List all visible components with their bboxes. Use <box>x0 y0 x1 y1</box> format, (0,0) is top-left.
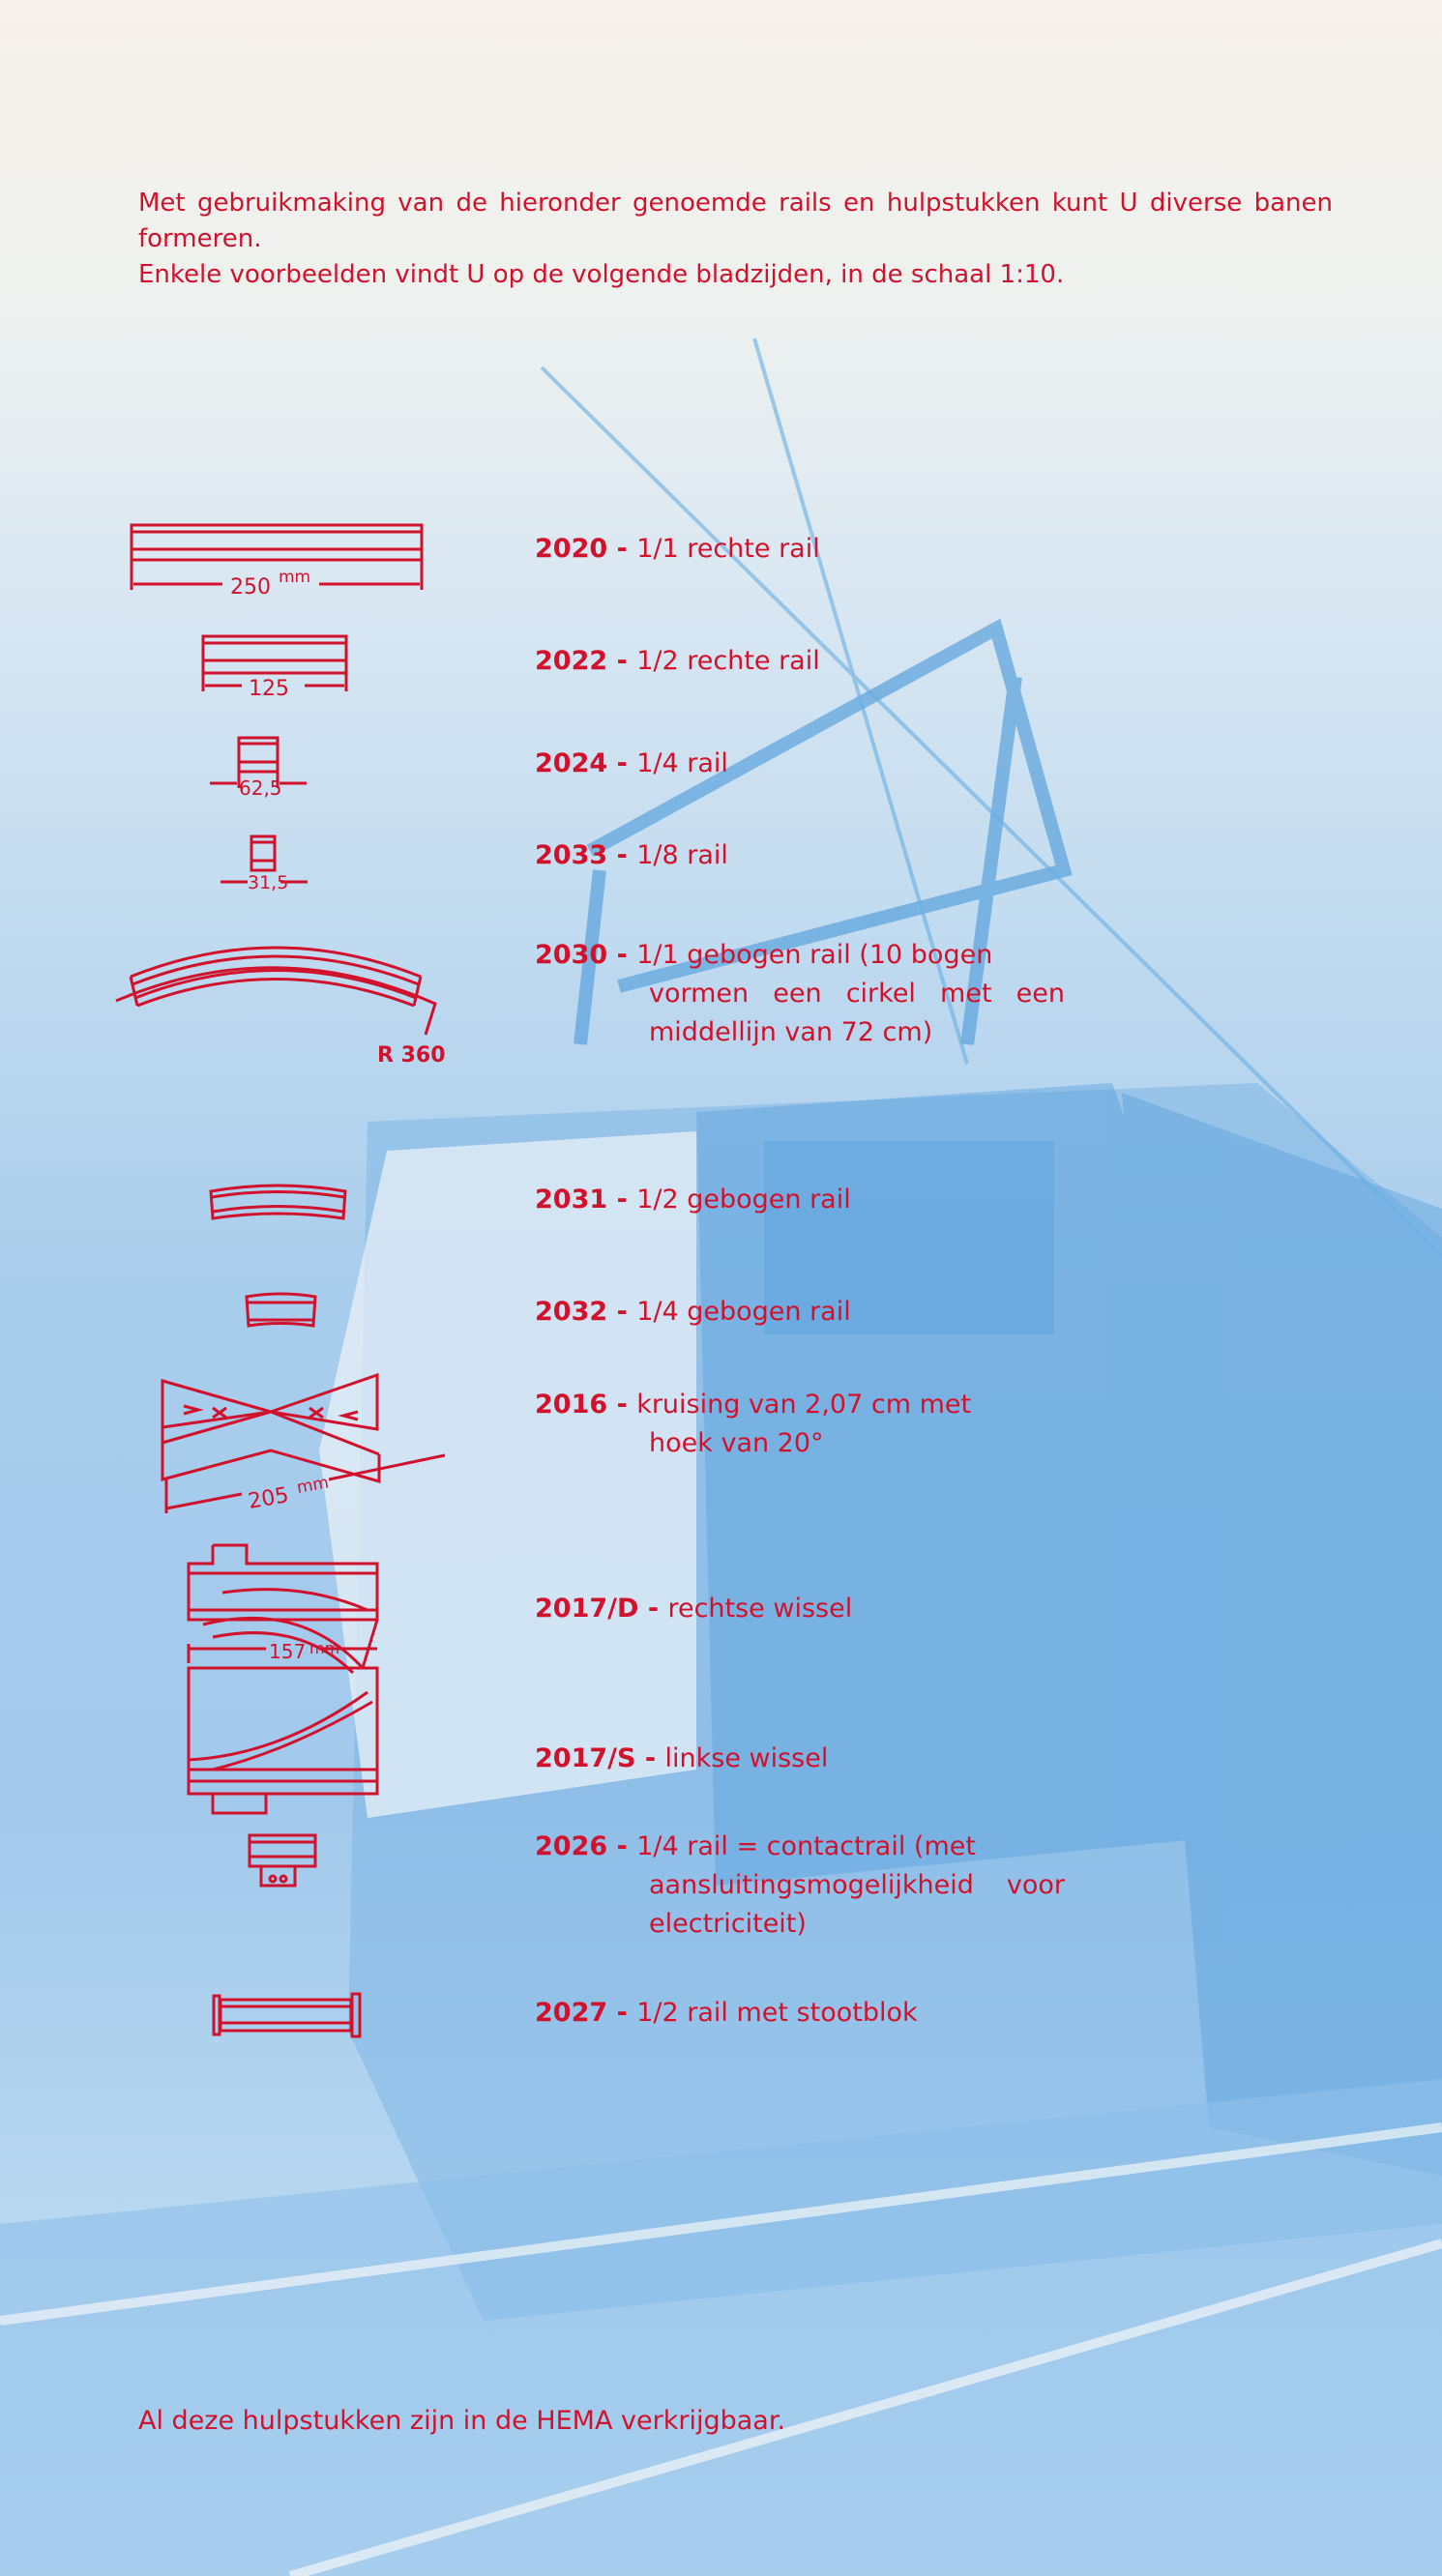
item-description: 1/4 gebogen rail <box>636 1297 851 1327</box>
separator: - <box>616 534 628 564</box>
item-code: 2027 <box>535 1998 608 2028</box>
crossing-2016-diagram: 205 mm <box>161 1373 446 1514</box>
switch-right-2017d-diagram <box>187 1543 379 1675</box>
item-description-cont: middellijn van 72 cm) <box>649 1017 933 1047</box>
item-description: 1/1 rechte rail <box>636 534 820 564</box>
radius-label: R 360 <box>377 1043 446 1068</box>
item-2022: 2022 - 1/2 rechte rail <box>535 642 820 681</box>
item-description-cont: electriciteit) <box>649 1909 807 1939</box>
dimension-label: 125 <box>249 677 289 701</box>
item-2027: 2027 - 1/2 rail met stootblok <box>535 1994 918 2033</box>
item-code: 2024 <box>535 748 608 778</box>
intro-text: Met gebruikmaking van de hieronder genoe… <box>138 186 1333 293</box>
item-2031: 2031 - 1/2 gebogen rail <box>535 1181 851 1219</box>
rail-2033-diagram: 31,5 <box>221 834 308 893</box>
dimension-label: 205 <box>247 1483 291 1514</box>
rail-2020-diagram: 250 mm <box>130 523 424 600</box>
item-code: 2026 <box>535 1831 608 1861</box>
item-2032: 2032 - 1/4 gebogen rail <box>535 1293 851 1332</box>
item-description: 1/1 gebogen rail (10 bogen <box>636 940 993 970</box>
rail-2022-diagram: 125 <box>201 634 348 701</box>
curved-rail-2030-diagram: R 360 <box>115 946 446 1068</box>
dimension-label: 250 <box>230 575 271 600</box>
separator: - <box>616 1831 628 1861</box>
item-2020: 2020 - 1/1 rechte rail <box>535 530 820 569</box>
item-description: 1/4 rail = contactrail (met <box>636 1831 976 1861</box>
item-description-cont: hoek van 20° <box>649 1428 824 1458</box>
separator: - <box>616 1185 628 1215</box>
item-2017s: 2017/S - linkse wissel <box>535 1740 828 1778</box>
unit-label: mm <box>279 568 310 587</box>
item-2024: 2024 - 1/4 rail <box>535 745 728 783</box>
item-2016: 2016 - kruising van 2,07 cm met hoek van … <box>535 1386 1065 1463</box>
item-description-cont: aansluitingsmogelijkheid voor <box>649 1870 1065 1900</box>
item-description: 1/2 rechte rail <box>636 646 820 676</box>
item-code: 2020 <box>535 534 608 564</box>
item-description: 1/8 rail <box>636 840 728 870</box>
separator: - <box>616 748 628 778</box>
item-code: 2016 <box>535 1390 608 1420</box>
item-code: 2031 <box>535 1185 608 1215</box>
item-2030: 2030 - 1/1 gebogen rail (10 bogen vormen … <box>535 936 1065 1052</box>
separator: - <box>616 646 628 676</box>
intro-line-2: Enkele voorbeelden vindt U op de volgend… <box>138 260 1065 289</box>
item-code: 2022 <box>535 646 608 676</box>
separator: - <box>616 1998 628 2028</box>
dimension-label: 31,5 <box>248 872 288 893</box>
item-code: 2032 <box>535 1297 608 1327</box>
curved-rail-2031-diagram <box>209 1184 347 1220</box>
intro-line-1: Met gebruikmaking van de hieronder genoe… <box>138 189 1333 253</box>
buffer-rail-2027-diagram <box>212 1992 362 2038</box>
item-2026: 2026 - 1/4 rail = contactrail (met aanslu… <box>535 1828 1065 1944</box>
item-2017d: 2017/D - rechtse wissel <box>535 1590 852 1628</box>
item-description: 1/2 gebogen rail <box>636 1185 851 1215</box>
unit-label: mm <box>295 1473 330 1497</box>
item-description: 1/2 rail met stootblok <box>636 1998 918 2028</box>
item-2033: 2033 - 1/8 rail <box>535 836 728 875</box>
separator: - <box>647 1594 660 1624</box>
unit-label: mm <box>309 1644 339 1657</box>
item-description: 1/4 rail <box>636 748 728 778</box>
item-code: 2033 <box>535 840 608 870</box>
contact-rail-2026-diagram <box>248 1833 317 1888</box>
rail-2024-diagram: 62,5 <box>210 736 307 800</box>
item-description: rechtse wissel <box>667 1594 853 1624</box>
curved-rail-2032-diagram <box>245 1292 317 1328</box>
separator: - <box>616 1297 628 1327</box>
item-description: kruising van 2,07 cm met <box>636 1390 972 1420</box>
item-code: 2017/D <box>535 1594 639 1624</box>
item-description-cont: vormen een cirkel met een <box>649 979 1065 1009</box>
dimension-label: 62,5 <box>239 776 282 800</box>
separator: - <box>616 940 628 970</box>
item-code: 2017/S <box>535 1743 636 1773</box>
item-description: linkse wissel <box>664 1743 829 1773</box>
dimension-label: 157 <box>269 1644 306 1663</box>
footer-note: Al deze hulpstukken zijn in de HEMA verk… <box>138 2406 786 2436</box>
separator: - <box>644 1743 657 1773</box>
separator: - <box>616 1390 628 1420</box>
item-code: 2030 <box>535 940 608 970</box>
switch-left-2017s-diagram: 157 mm <box>187 1644 379 1815</box>
separator: - <box>616 840 628 870</box>
